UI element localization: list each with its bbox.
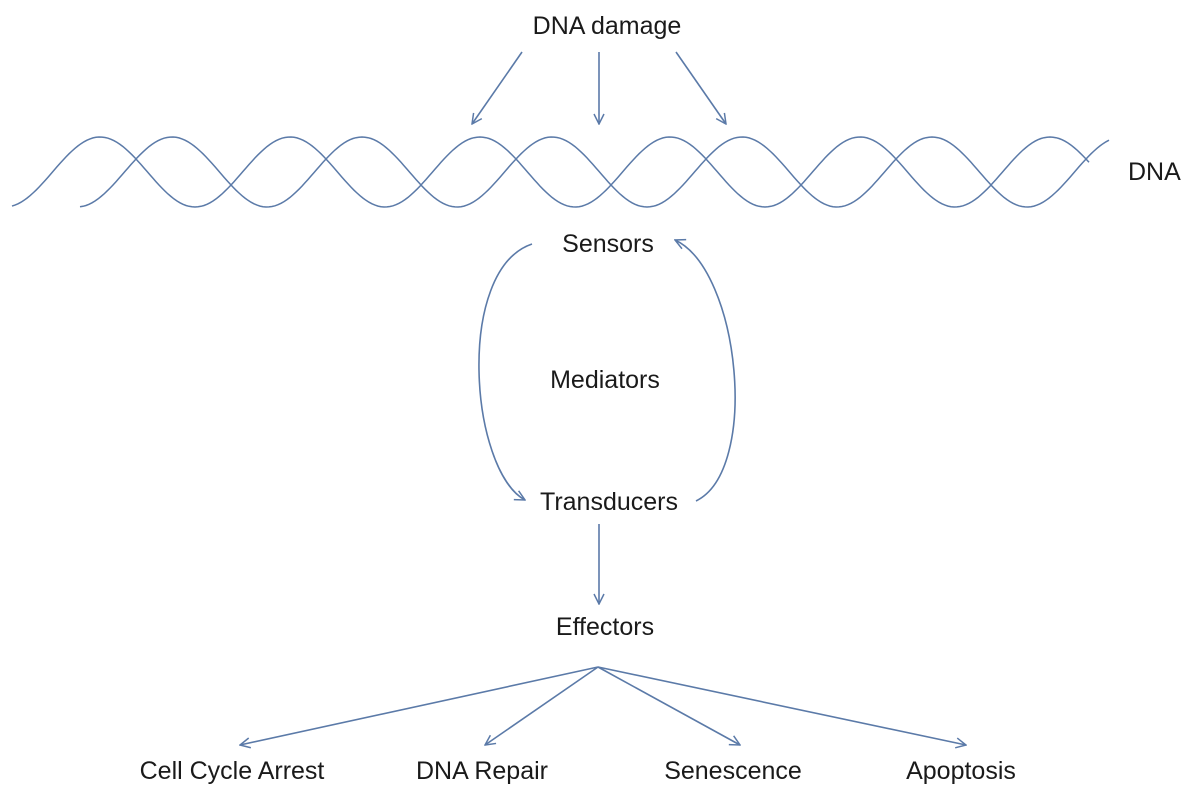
outcome-dna-repair: DNA Repair [416,757,548,785]
outcome-cell-cycle-arrest: Cell Cycle Arrest [140,757,325,785]
outcome-senescence: Senescence [664,757,802,785]
sensors-label: Sensors [562,230,654,258]
mediators-label: Mediators [550,366,660,394]
dna-strand-b [79,136,1110,208]
arrow-damage-left [472,51,523,124]
effectors-label: Effectors [556,613,654,641]
dna-damage-label: DNA damage [533,12,682,40]
arrow-sensors-to-transducers [478,243,533,500]
arrow-to-senescence [597,666,740,745]
dna-label: DNA [1128,158,1181,186]
arrow-to-cell-cycle-arrest [240,666,599,745]
arrow-transducers-to-sensors [675,240,736,502]
transducers-label: Transducers [540,488,678,516]
arrow-to-apoptosis [597,666,966,745]
outcome-apoptosis: Apoptosis [906,757,1016,785]
dna-strand-a [11,136,1090,208]
arrow-to-dna-repair [485,666,599,745]
arrow-damage-right [675,51,726,124]
